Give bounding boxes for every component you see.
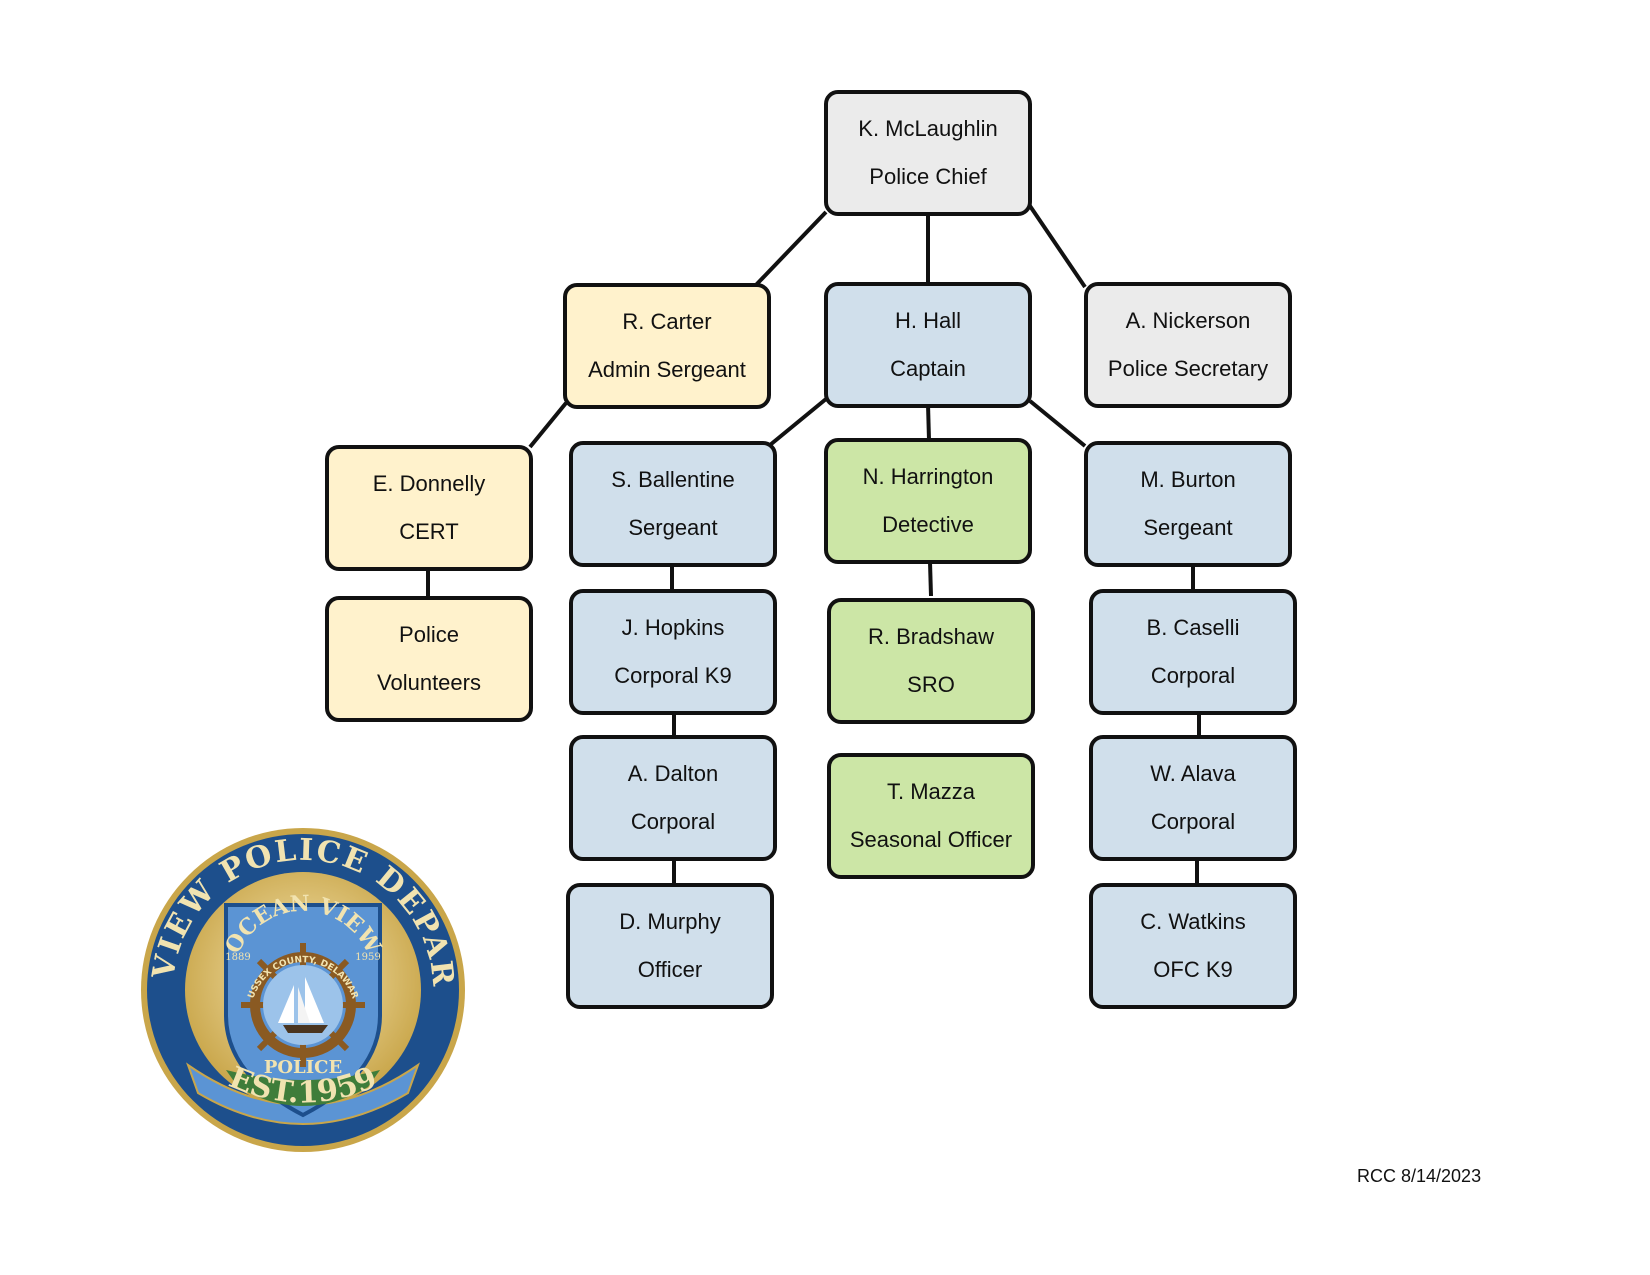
node-name: K. McLaughlin [858, 116, 998, 141]
node-harrington: N. Harrington Detective [824, 438, 1032, 564]
node-title: CERT [399, 519, 459, 544]
connector-hall-ballentine [768, 397, 828, 447]
node-caselli: B. Caselli Corporal [1089, 589, 1297, 715]
department-seal: OCEAN VIEW POLICE DEPARTMENT OCEAN VIEW … [138, 825, 465, 1152]
node-name: T. Mazza [886, 779, 976, 804]
seal-year-left: 1889 [225, 952, 250, 963]
node-ballentine: S. Ballentine Sergeant [569, 441, 777, 567]
node-name: Police [399, 622, 459, 647]
node-name: H. Hall [894, 308, 961, 333]
connector-carter-donnelly [528, 401, 568, 449]
node-name: M. Burton [1140, 467, 1236, 492]
seal-year-right: 1959 [355, 952, 380, 963]
node-title: OFC K9 [1153, 957, 1233, 982]
connector-chief-carter [753, 210, 828, 288]
node-hall: H. Hall Captain [824, 282, 1032, 408]
revision-stamp: RCC 8/14/2023 [1357, 1166, 1482, 1186]
connector-hall-burton [1028, 399, 1087, 448]
node-carter: R. Carter Admin Sergeant [563, 283, 771, 409]
connector-harrington-bradshaw [928, 561, 933, 597]
node-title: Police Chief [869, 164, 987, 189]
node-volunteers: Police Volunteers [325, 596, 533, 722]
node-title: Corporal [1150, 663, 1236, 688]
seal-banner-shape [186, 1062, 420, 1125]
node-mclaughlin: K. McLaughlin Police Chief [824, 90, 1032, 216]
node-name: A. Nickerson [1125, 308, 1251, 333]
node-name: W. Alava [1150, 761, 1236, 786]
node-name: D. Murphy [619, 909, 721, 934]
node-name: A. Dalton [627, 761, 719, 786]
node-name: S. Ballentine [611, 467, 735, 492]
connector-hall-harrington [926, 403, 931, 441]
node-name: R. Carter [622, 309, 712, 334]
node-dalton: A. Dalton Corporal [569, 735, 777, 861]
node-name: E. Donnelly [372, 471, 486, 496]
node-name: J. Hopkins [621, 615, 725, 640]
node-title: Detective [882, 512, 974, 537]
node-burton: M. Burton Sergeant [1084, 441, 1292, 567]
node-title: Sergeant [628, 515, 718, 540]
node-name: N. Harrington [862, 464, 994, 489]
node-mazza: T. Mazza Seasonal Officer [827, 753, 1035, 879]
node-alava: W. Alava Corporal [1089, 735, 1297, 861]
seal-grass-shape [226, 1070, 380, 1106]
node-murphy: D. Murphy Officer [566, 883, 774, 1009]
node-title: Captain [890, 356, 966, 381]
node-title: Officer [637, 957, 703, 982]
node-nickerson: A. Nickerson Police Secretary [1084, 282, 1292, 408]
node-hopkins: J. Hopkins Corporal K9 [569, 589, 777, 715]
connector-chief-nickerson [1028, 204, 1087, 289]
node-title: Corporal [1150, 809, 1236, 834]
node-title: Sergeant [1143, 515, 1233, 540]
node-name: C. Watkins [1140, 909, 1246, 934]
node-donnelly: E. Donnelly CERT [325, 445, 533, 571]
seal-police-label: POLICE [264, 1057, 342, 1078]
node-title: Admin Sergeant [588, 357, 746, 382]
sailboat-icon [278, 977, 328, 1033]
node-bradshaw: R. Bradshaw SRO [827, 598, 1035, 724]
node-title: Corporal K9 [614, 663, 732, 688]
node-watkins: C. Watkins OFC K9 [1089, 883, 1297, 1009]
node-title: Volunteers [377, 670, 481, 695]
node-name: R. Bradshaw [868, 624, 994, 649]
node-title: Corporal [630, 809, 716, 834]
node-title: Seasonal Officer [849, 827, 1013, 852]
node-name: B. Caselli [1146, 615, 1240, 640]
node-title: SRO [907, 672, 955, 697]
node-title: Police Secretary [1107, 356, 1269, 381]
